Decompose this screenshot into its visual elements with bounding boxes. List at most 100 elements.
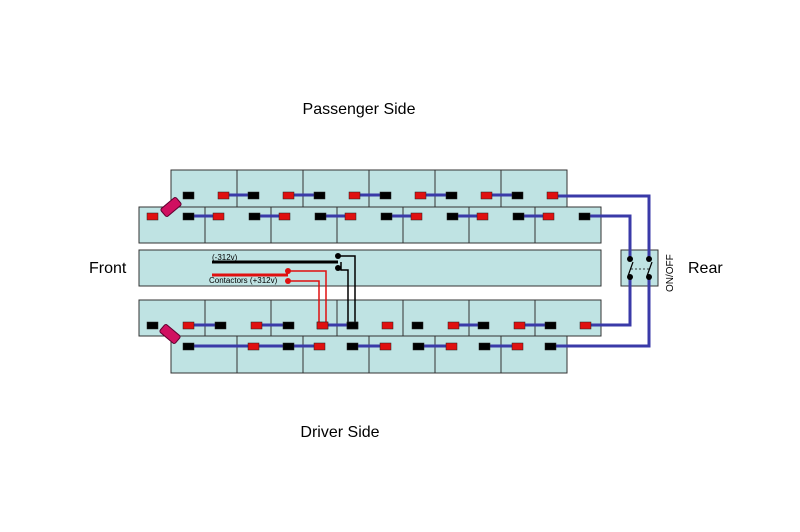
positive-terminal [247,342,260,351]
positive-terminal [511,342,524,351]
battery-module-passenger-front [270,206,338,244]
switch-contact[interactable] [627,256,633,262]
negative-terminal [477,321,490,330]
negative-terminal [214,321,227,330]
battery-module-driver-front [204,299,272,337]
positive-lead-node [285,268,291,274]
driver-side-label: Driver Side [300,424,379,441]
negative-terminal [248,212,261,221]
positive-terminal [381,321,394,330]
fuse-icon [159,324,181,344]
negative-lead-node [335,253,341,259]
negative-terminal [314,212,327,221]
positive-terminal [217,191,230,200]
negative-terminal [380,212,393,221]
positive-terminal [316,321,329,330]
contactors-lead-label: Contactors (+312v) [209,276,278,285]
positive-terminal [313,342,326,351]
battery-module-passenger-back [434,169,502,208]
positive-terminal [542,212,555,221]
positive-lead-node [285,278,291,284]
battery-module-driver-back [236,335,304,374]
positive-terminal [379,342,392,351]
negative-terminal [182,342,195,351]
negative-terminal [379,191,392,200]
battery-module-passenger-front [336,206,404,244]
bus-to-switch-driver-front [590,276,632,327]
switch-blade[interactable] [627,261,634,277]
positive-lead-drop [288,280,320,325]
negative-lead-node [335,265,341,271]
negative-terminal [282,342,295,351]
positive-terminal [579,321,592,330]
battery-module-passenger-front [204,206,272,244]
contactor-leads [212,253,356,325]
negative-terminal [146,321,159,330]
battery-module-driver-back [302,335,370,374]
negative-terminal [313,191,326,200]
negative-terminal [411,321,424,330]
battery-module-driver-front [402,299,470,337]
negative-terminal [478,342,491,351]
positive-terminal [480,191,493,200]
negative-terminal [182,212,195,221]
battery-module-passenger-back [236,169,304,208]
negative-terminal [182,191,195,200]
battery-module-passenger-front [468,206,536,244]
positive-terminal [476,212,489,221]
positive-terminal [445,342,458,351]
negative-terminal [512,212,525,221]
positive-terminal [146,212,159,221]
battery-module-driver-front [336,299,404,337]
positive-terminal [410,212,423,221]
battery-module-driver-back [500,335,568,374]
negative-terminal [346,342,359,351]
battery-module-passenger-front [534,206,602,244]
positive-terminal [182,321,195,330]
battery-module-passenger-back [500,169,568,208]
positive-terminal [414,191,427,200]
positive-terminal [344,212,357,221]
switch-contact[interactable] [646,256,652,262]
switch-box[interactable] [620,249,659,287]
negative-lead-drop [338,255,356,325]
dpst-switch-icon[interactable] [627,256,653,280]
fuses [159,197,182,344]
positive-terminal [513,321,526,330]
positive-terminal [250,321,263,330]
negative-terminal [511,191,524,200]
negative-terminal [544,321,557,330]
negative-terminal [445,191,458,200]
positive-terminal [212,212,225,221]
negative-terminal [247,191,260,200]
positive-lead-drop [288,270,327,325]
negative-terminal [578,212,591,221]
battery-module-driver-front [270,299,338,337]
battery-module-passenger-back [368,169,436,208]
positive-terminal [546,191,559,200]
front-label: Front [89,260,127,277]
battery-module-driver-back [170,335,238,374]
positive-terminal [348,191,361,200]
switch-blade[interactable] [646,261,653,277]
battery-terminals [146,191,592,351]
bus-to-switch-passenger-back [557,194,651,260]
battery-module-passenger-back [170,169,238,208]
negative-terminal [446,212,459,221]
battery-module-passenger-front [402,206,470,244]
battery-module-driver-front [468,299,536,337]
negative-terminal [544,342,557,351]
negative-terminal [412,342,425,351]
battery-module-driver-back [368,335,436,374]
switch-label: ON/OFF [665,254,676,292]
negative-lead-label: (-312v) [212,253,238,262]
center-tray [138,249,602,287]
passenger-side-label: Passenger Side [303,101,416,118]
negative-terminal [282,321,295,330]
bus-to-switch-passenger-front [590,214,632,260]
negative-terminal [346,321,359,330]
battery-module-passenger-back [302,169,370,208]
battery-module-driver-front [534,299,602,337]
battery-modules [138,169,602,374]
